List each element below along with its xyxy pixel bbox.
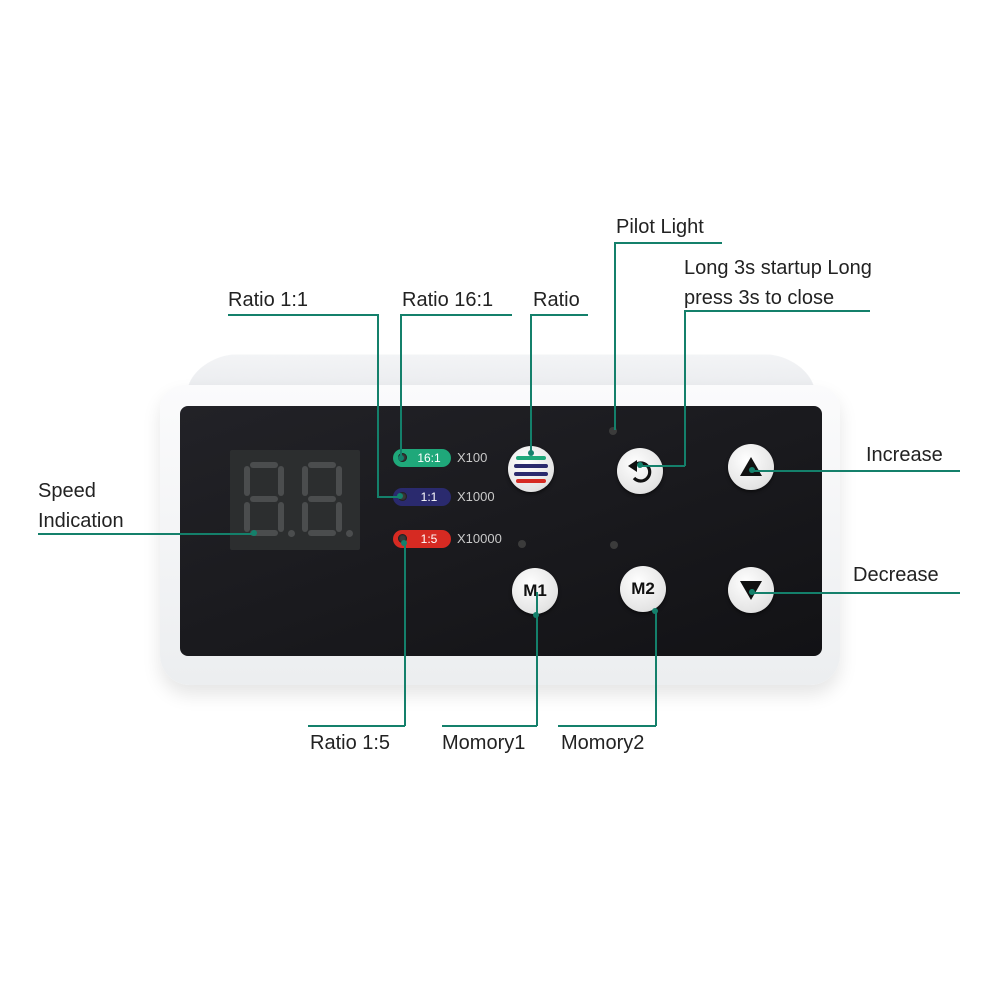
ratio-16-1-label: Ratio 16:1 bbox=[402, 289, 494, 311]
memory1-led bbox=[518, 540, 526, 548]
increase-label: Increase bbox=[866, 444, 943, 466]
pilot-callout-line bbox=[614, 242, 616, 430]
pill-label: 1:1 bbox=[420, 490, 438, 504]
decrease-callout-line bbox=[752, 592, 960, 594]
ratio-16-1-callout-line bbox=[400, 314, 512, 316]
ratio-1-1-callout-line bbox=[377, 496, 399, 498]
ratio-pill-1-5: 1:5 bbox=[393, 530, 451, 548]
ratio-1-5-label: Ratio 1:5 bbox=[310, 732, 391, 754]
display-digit bbox=[244, 462, 284, 536]
m2-button[interactable]: M2 bbox=[620, 566, 666, 612]
decrease-callout-dot bbox=[749, 589, 755, 595]
pill-label: 1:5 bbox=[420, 532, 438, 546]
memory1-callout-line bbox=[442, 725, 537, 727]
increase-callout-dot bbox=[749, 467, 755, 473]
speed-callout-dot bbox=[251, 530, 257, 536]
ratio-callout-line bbox=[530, 314, 588, 316]
decimal-point bbox=[288, 530, 295, 537]
decrease-label: Decrease bbox=[853, 564, 939, 586]
ratio-1-1-callout-dot bbox=[397, 493, 403, 499]
speed-label-line1: Speed bbox=[38, 480, 96, 502]
memory2-callout-dot bbox=[652, 608, 658, 614]
speed-label-line2: Indication bbox=[38, 510, 124, 532]
multiplier-x100: X100 bbox=[457, 450, 488, 465]
increase-callout-line bbox=[752, 470, 960, 472]
decimal-point bbox=[346, 530, 353, 537]
multiplier-x1000: X1000 bbox=[457, 489, 495, 504]
memory1-label: Momory1 bbox=[442, 732, 526, 754]
speed-display bbox=[230, 450, 360, 550]
ratio-1-1-label: Ratio 1:1 bbox=[228, 289, 309, 311]
pilot-callout-line bbox=[614, 242, 722, 244]
ratio-callout-dot bbox=[528, 450, 534, 456]
m2-label: M2 bbox=[631, 579, 655, 598]
ratio-1-5-callout-dot bbox=[401, 540, 407, 546]
speed-callout-line bbox=[38, 533, 256, 535]
pill-label: 16:1 bbox=[417, 451, 441, 465]
power-return-icon bbox=[628, 460, 652, 483]
memory1-callout-line bbox=[536, 592, 538, 726]
ratio-16-1-callout-dot bbox=[398, 455, 404, 461]
startup-callout-line bbox=[684, 310, 870, 312]
memory2-callout-line bbox=[655, 610, 657, 726]
ratio-1-5-callout-line bbox=[308, 725, 405, 727]
startup-label-line1: Long 3s startup Long bbox=[684, 257, 872, 279]
ratio-1-5-led bbox=[398, 534, 407, 543]
display-digit bbox=[302, 462, 342, 536]
ratio-1-1-callout-line bbox=[377, 314, 379, 497]
power-button[interactable] bbox=[617, 448, 663, 494]
multiplier-x10000: X10000 bbox=[457, 531, 502, 546]
memory2-led bbox=[610, 541, 618, 549]
memory2-label: Momory2 bbox=[561, 732, 645, 754]
pilot-light-label: Pilot Light bbox=[616, 216, 704, 238]
ratio-callout-line bbox=[530, 314, 532, 452]
ratio-label: Ratio bbox=[533, 289, 580, 311]
startup-callout-line bbox=[684, 310, 686, 466]
pilot-light-led bbox=[609, 427, 617, 435]
memory2-callout-line bbox=[558, 725, 656, 727]
memory1-callout-dot bbox=[533, 612, 539, 618]
striped-ratio-icon bbox=[514, 456, 548, 483]
startup-label-line2: press 3s to close bbox=[684, 287, 835, 309]
m1-button[interactable]: M1 bbox=[512, 568, 558, 614]
m1-label: M1 bbox=[523, 581, 547, 600]
ratio-16-1-callout-line bbox=[400, 314, 402, 457]
startup-callout-dot bbox=[637, 462, 643, 468]
startup-callout-line bbox=[640, 465, 685, 467]
ratio-1-1-callout-line bbox=[228, 314, 378, 316]
ratio-1-5-callout-line bbox=[404, 543, 406, 726]
